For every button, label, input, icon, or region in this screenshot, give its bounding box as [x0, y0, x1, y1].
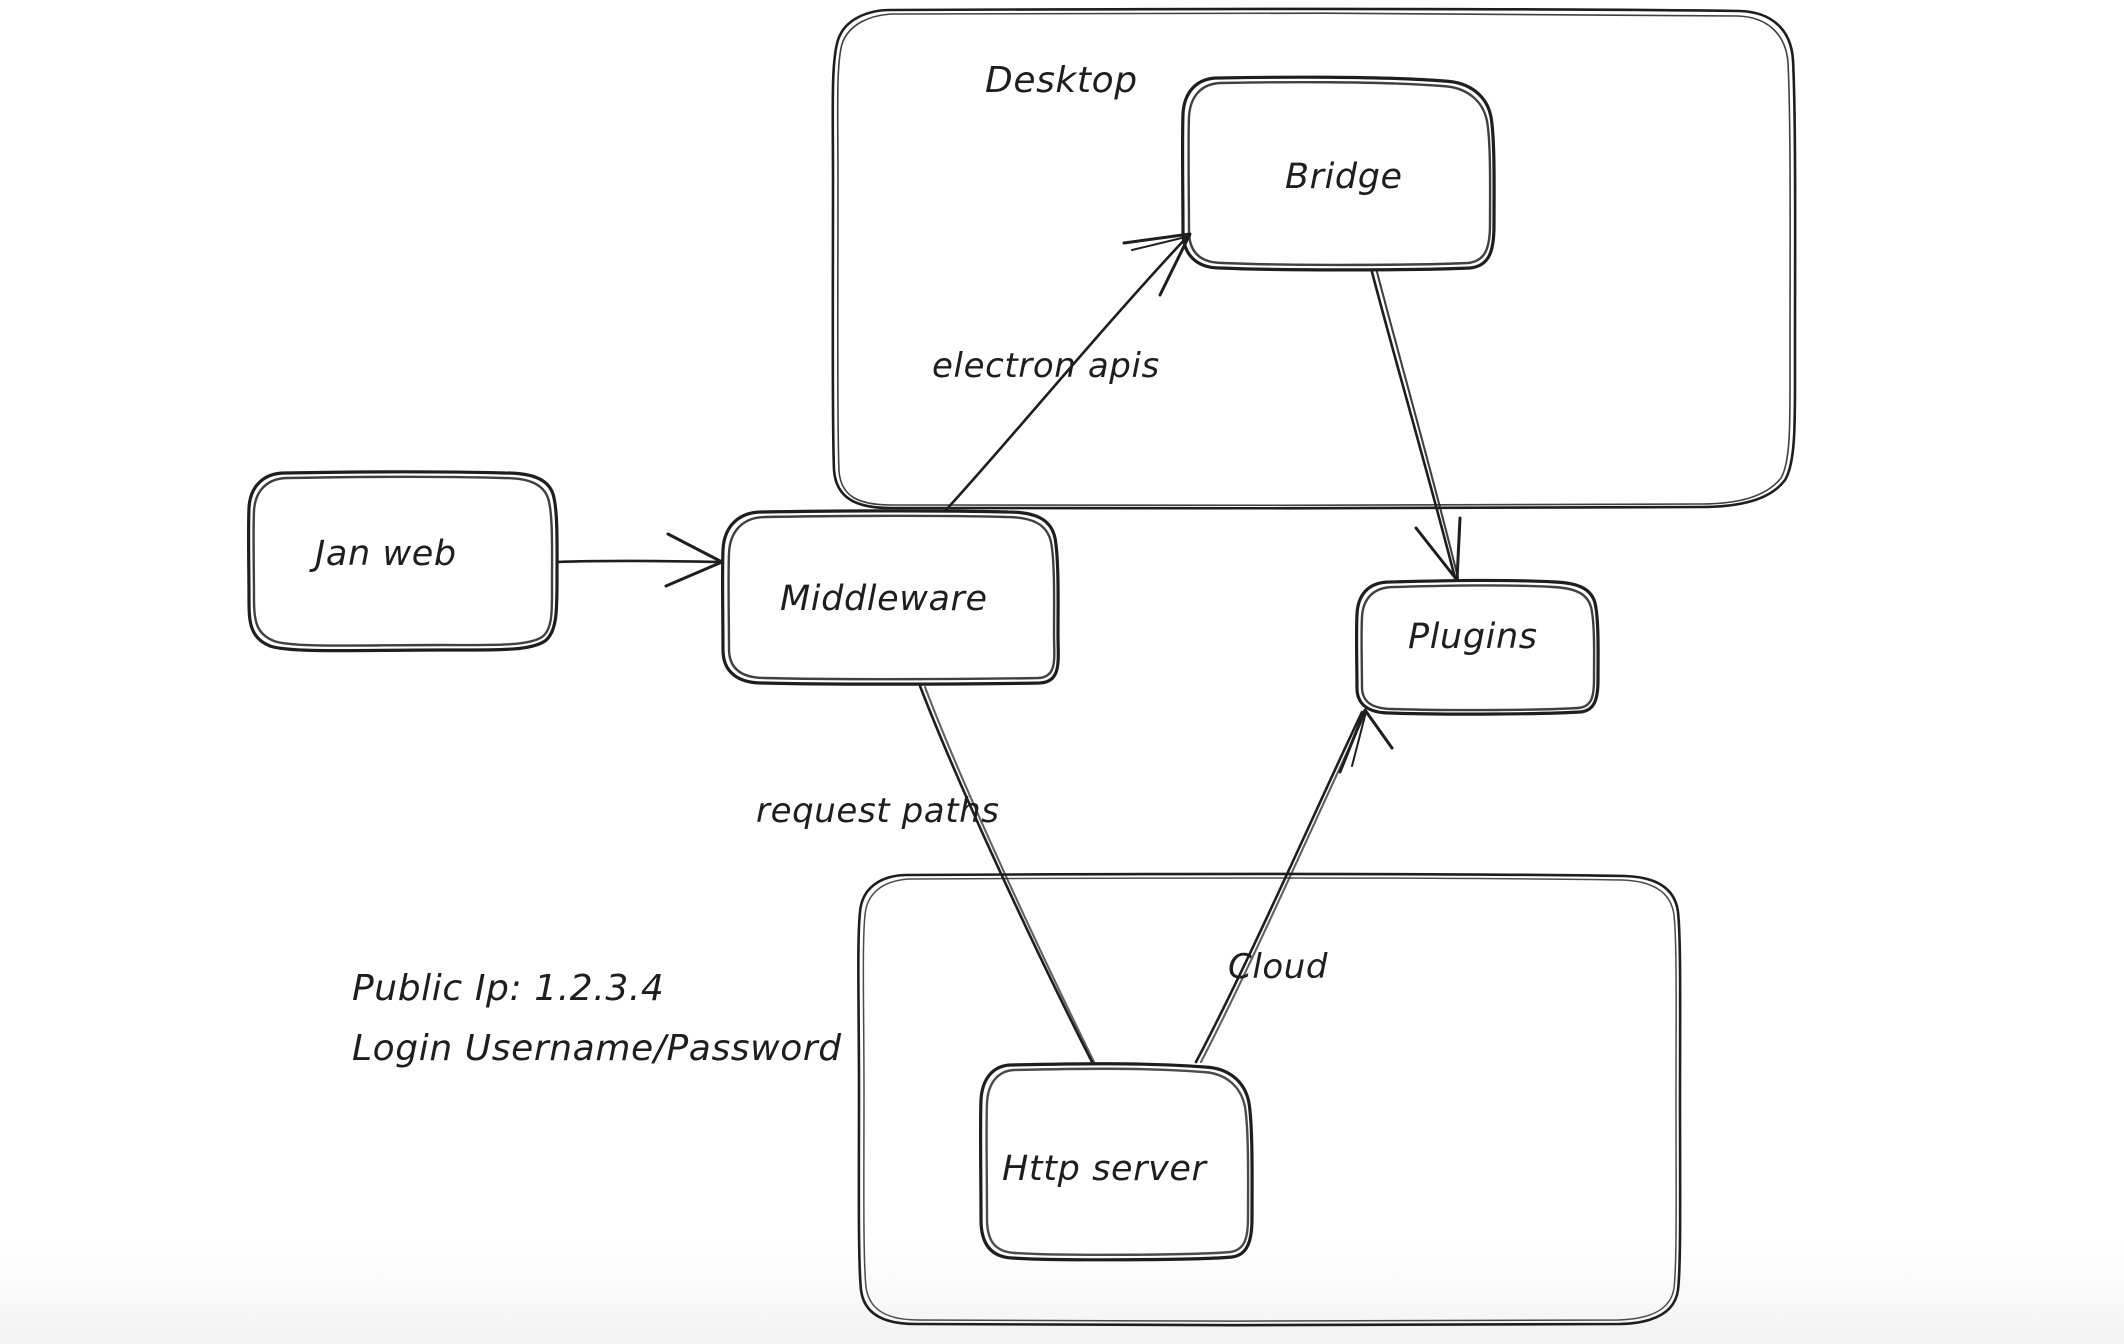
node-jan-web-outline [246, 470, 559, 653]
edge-middleware-to-http-server: request paths [756, 684, 1096, 1064]
group-desktop-outline [831, 7, 1797, 510]
group-cloud-outline [857, 872, 1682, 1327]
node-bridge-label: Bridge [1285, 157, 1403, 197]
edge-middleware-to-bridge: electron apis [932, 232, 1192, 512]
group-desktop-label: Desktop [985, 60, 1138, 101]
node-plugins-label: Plugins [1408, 617, 1538, 657]
node-middleware-outline [720, 509, 1060, 686]
edge-bridge-to-plugins-line [1370, 270, 1457, 580]
node-plugins-outline-2 [1360, 584, 1596, 712]
node-plugins-outline [1354, 578, 1600, 716]
edge-bridge-to-plugins [1370, 270, 1462, 582]
node-http-server-outline-2 [985, 1067, 1250, 1257]
edge-middleware-to-bridge-arrowhead-2 [1131, 235, 1191, 251]
node-bridge[interactable]: Bridge [1180, 75, 1496, 272]
note-public-ip: Public Ip: 1.2.3.4 [352, 968, 664, 1009]
node-jan-web-outline-2 [252, 475, 554, 647]
node-middleware-label: Middleware [780, 579, 988, 619]
edge-http-server-to-plugins-line [1194, 710, 1364, 1064]
group-cloud-outline-2 [862, 877, 1677, 1322]
edge-http-server-to-plugins-label: Cloud [1228, 947, 1328, 987]
edge-middleware-to-http-server-line [918, 684, 1094, 1064]
node-jan-web[interactable]: Jan web [246, 470, 559, 653]
group-desktop-outline-2 [836, 12, 1791, 507]
node-http-server[interactable]: Http server [978, 1062, 1254, 1262]
node-middleware-outline-2 [727, 514, 1056, 681]
edge-middleware-to-bridge-arrowhead [1122, 232, 1192, 297]
node-http-server-outline [978, 1062, 1254, 1262]
edge-jan-web-to-middleware [555, 532, 724, 588]
node-http-server-label: Http server [1002, 1149, 1209, 1189]
node-bridge-outline-2 [1187, 80, 1492, 267]
node-jan-web-label: Jan web [309, 534, 457, 574]
edge-jan-web-to-middleware-line [555, 559, 723, 564]
edge-middleware-to-bridge-line [944, 236, 1188, 512]
edge-middleware-to-bridge-label: electron apis [932, 346, 1160, 386]
edge-middleware-to-http-server-line-2 [923, 685, 1096, 1064]
edge-http-server-to-plugins-arrowhead-2 [1351, 711, 1367, 767]
group-cloud [857, 872, 1682, 1327]
note-login-credentials: Login Username/Password [352, 1028, 842, 1069]
node-bridge-outline [1180, 75, 1496, 272]
edge-http-server-to-plugins-line-2 [1199, 710, 1368, 1064]
edge-jan-web-to-middleware-arrowhead [664, 532, 724, 588]
edge-http-server-to-plugins: Cloud [1194, 708, 1394, 1064]
notes-block: Public Ip: 1.2.3.4 Login Username/Passwo… [352, 968, 842, 1069]
edge-bridge-to-plugins-line-2 [1375, 270, 1460, 580]
edge-http-server-to-plugins-arrowhead [1338, 708, 1394, 774]
edge-middleware-to-http-server-label: request paths [756, 791, 1000, 831]
group-desktop: Desktop [831, 7, 1797, 510]
node-plugins[interactable]: Plugins [1354, 578, 1600, 716]
node-middleware[interactable]: Middleware [720, 509, 1060, 686]
edge-bridge-to-plugins-arrowhead [1414, 516, 1462, 582]
